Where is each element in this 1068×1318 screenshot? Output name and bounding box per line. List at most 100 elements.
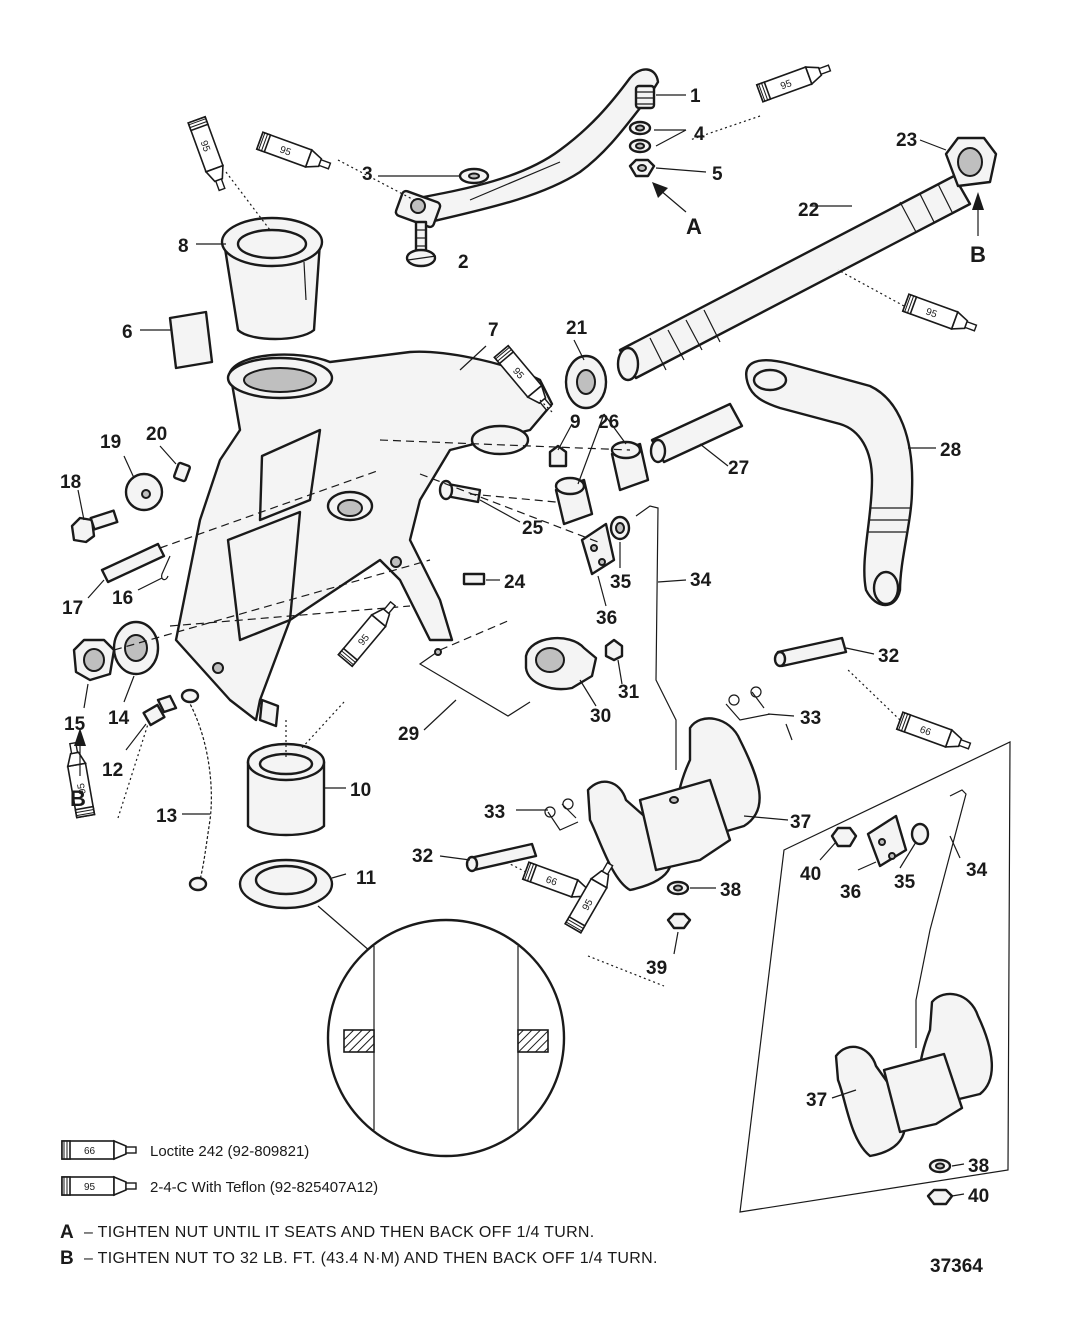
lower-bushing-10 (246, 742, 326, 837)
tilt-lock-37 (586, 717, 761, 892)
sealant-leader (337, 159, 415, 201)
legend-tube-95: 95 (84, 1182, 96, 1193)
callout-4: 4 (694, 124, 705, 145)
sealant-tube-95-5: 95 (493, 344, 557, 415)
callout-38a: 38 (720, 880, 741, 901)
callout-23: 23 (896, 130, 917, 151)
upper-bushing-8 (220, 216, 324, 341)
sealant-tube-label: 95 (198, 139, 212, 154)
callout-15: 15 (64, 714, 86, 735)
sealant-tube-95-3: 95 (756, 58, 834, 103)
sealant-leader (689, 115, 761, 141)
tilt-pin-27 (649, 402, 744, 464)
callout-37a: 37 (790, 812, 811, 833)
nut-40-upper (830, 826, 858, 848)
pin-32-lower (465, 842, 538, 873)
callout-20: 20 (146, 424, 167, 445)
sealant-tube-95-6: 95 (337, 597, 401, 668)
legend-row-teflon: 95 2-4-C With Teflon (92-825407A12) (61, 1176, 378, 1196)
reference-arrows (74, 182, 984, 776)
note-a-key: A (60, 1222, 74, 1243)
figure-number: 37364 (930, 1256, 983, 1277)
sealant-leader (225, 171, 271, 231)
washer-38 (666, 880, 690, 896)
callout-28: 28 (940, 440, 961, 461)
callout-33a: 33 (800, 708, 821, 729)
callout-13: 13 (156, 806, 177, 827)
callout-31: 31 (618, 682, 640, 703)
sealant-tube-95-2: 95 (256, 131, 334, 176)
screw-20 (172, 461, 192, 483)
reference-letter-a: A (686, 214, 702, 239)
callout-18: 18 (60, 472, 81, 493)
pad-24 (462, 572, 486, 586)
legend-row-loctite: 66 Loctite 242 (92-809821) (61, 1140, 309, 1160)
callout-12: 12 (102, 760, 123, 781)
washer-21 (564, 354, 608, 410)
callout-10: 10 (350, 780, 371, 801)
bumper-19 (124, 472, 164, 512)
tilt-lock-lever-28 (745, 359, 914, 607)
callout-22: 22 (798, 200, 819, 221)
nut-40-lower (926, 1188, 954, 1206)
callout-34b: 34 (966, 860, 988, 881)
nut-39 (666, 912, 692, 930)
sealant-leader (837, 269, 905, 307)
sealant-leader (299, 701, 345, 751)
callout-38b: 38 (968, 1156, 989, 1177)
callout-8: 8 (178, 236, 189, 257)
sealant-leader (505, 861, 527, 873)
callout-37b: 37 (806, 1090, 827, 1111)
callout-34a: 34 (690, 570, 712, 591)
callout-14: 14 (108, 708, 130, 729)
sealant-tube-66-9: 66 (522, 861, 600, 906)
locknut-5 (628, 158, 656, 178)
seal-11 (238, 858, 334, 910)
bracket-36 (580, 522, 616, 576)
washer-35 (609, 515, 631, 541)
bushing-26b (554, 476, 594, 526)
bushing-26a (610, 440, 650, 492)
torque-notes: A – TIGHTEN NUT UNTIL IT SEATS AND THEN … (60, 1222, 658, 1269)
callout-35a: 35 (610, 572, 632, 593)
legend-teflon-text: 2-4-C With Teflon (92-825407A12) (150, 1179, 378, 1196)
cotter-pin-16 (161, 555, 171, 581)
note-b-text: – TIGHTEN NUT TO 32 LB. FT. (43.4 N·M) A… (84, 1250, 658, 1267)
pin-32-upper (773, 636, 848, 668)
sealant-tube-label: 95 (278, 144, 293, 158)
callout-40a: 40 (800, 864, 821, 885)
note-b-key: B (60, 1248, 74, 1269)
seal-detail-magnifier (317, 905, 566, 1158)
note-a-text: – TIGHTEN NUT UNTIL IT SEATS AND THEN BA… (84, 1224, 595, 1241)
callout-32a: 32 (878, 646, 899, 667)
reference-letter-b-left: B (70, 786, 86, 811)
sealant-tube-95-4: 95 (902, 293, 980, 338)
callout-24: 24 (504, 572, 526, 593)
nut-23 (944, 136, 998, 188)
legend-tube-66: 66 (84, 1146, 96, 1157)
callout-36b: 36 (840, 882, 861, 903)
callout-21: 21 (566, 318, 588, 339)
callout-40b: 40 (968, 1186, 989, 1207)
sealant-leader (587, 955, 665, 987)
sealant-legend: 66 Loctite 242 (92-809821) 95 2-4-C With… (61, 1140, 378, 1196)
sealant-tube-label: 66 (918, 724, 933, 738)
sealant-leader (845, 667, 901, 721)
reference-letter-b-right: B (970, 242, 986, 267)
washer-38-inset (928, 1158, 952, 1174)
callout-26: 26 (598, 412, 619, 433)
ground-strap-13 (180, 688, 212, 892)
sealant-tube-95-1: 95 (187, 116, 232, 194)
callout-30: 30 (590, 706, 611, 727)
pin-17 (100, 542, 166, 584)
callout-3: 3 (362, 164, 373, 185)
pad-6 (168, 310, 214, 370)
grease-fitting-12 (142, 694, 178, 727)
callout-39: 39 (646, 958, 667, 979)
callout-9: 9 (570, 412, 581, 433)
rod-29 (418, 648, 531, 717)
sealant-tube-95-10: 95 (564, 858, 619, 934)
flat-washer-3 (458, 167, 490, 185)
